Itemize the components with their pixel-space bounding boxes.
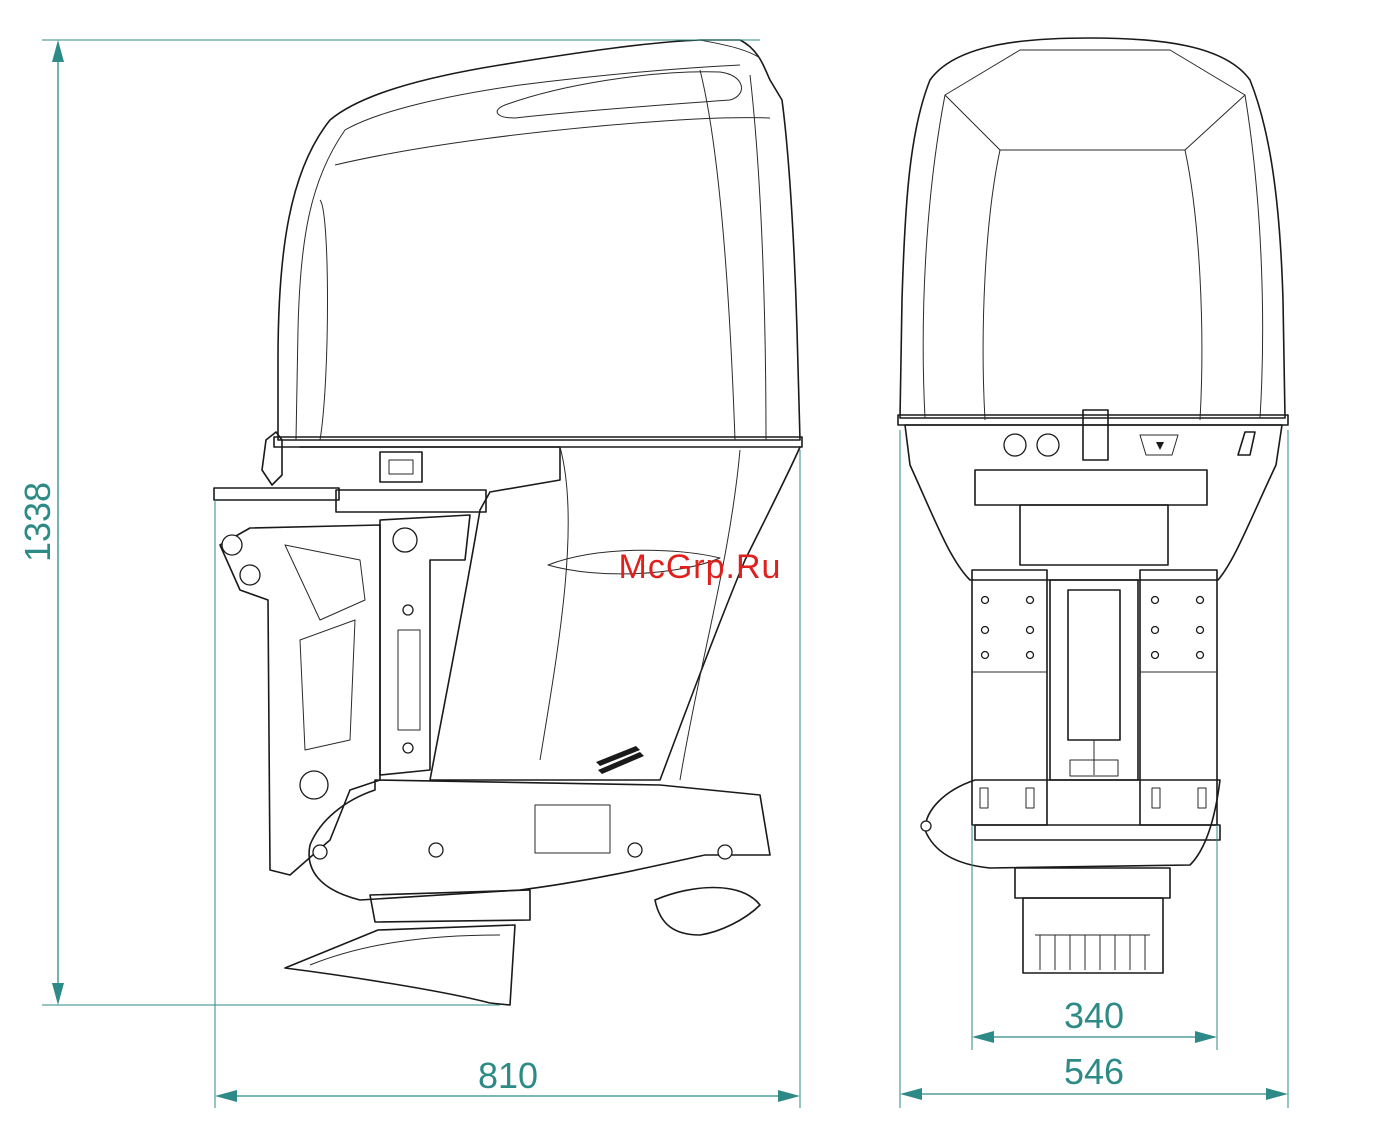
rear-control-knob-1 bbox=[1004, 434, 1026, 456]
side-pivot-lower bbox=[240, 565, 260, 585]
rear-jet-base-plate bbox=[975, 825, 1220, 840]
side-cowling-inner-line bbox=[296, 65, 740, 440]
rear-clamp-bolt-l6 bbox=[1027, 652, 1034, 659]
rear-jet-flange bbox=[1015, 868, 1170, 898]
rear-tilt-cylinder bbox=[1068, 590, 1120, 740]
side-cowling-outline bbox=[278, 40, 800, 440]
side-jet-nozzle bbox=[655, 888, 760, 936]
dimension-overall-height: 1338 bbox=[17, 40, 760, 1005]
side-swivel-bolt-1 bbox=[403, 605, 413, 615]
inner-width-dimension-label: 340 bbox=[1064, 995, 1124, 1036]
rear-lower-cowling bbox=[905, 425, 1282, 580]
side-pivot-bottom bbox=[300, 771, 328, 799]
rear-cowling-side-crease-right bbox=[1245, 95, 1263, 418]
rear-view bbox=[898, 38, 1288, 973]
rear-clamp-bolt-l4 bbox=[1027, 627, 1034, 634]
side-handle-block bbox=[380, 452, 422, 482]
side-swivel-bolt-2 bbox=[403, 743, 413, 753]
rear-cowling-top-panel bbox=[945, 50, 1245, 150]
side-cowling-band bbox=[274, 437, 802, 447]
rear-clamp-bolt-r2 bbox=[1197, 597, 1204, 604]
rear-clamp-bolt-r6 bbox=[1197, 652, 1204, 659]
side-view bbox=[214, 40, 802, 1005]
rear-swivel-block bbox=[1020, 505, 1168, 565]
overall-width-dimension-label: 546 bbox=[1064, 1051, 1124, 1092]
rear-indicator-mark bbox=[1156, 442, 1164, 450]
side-housing-bolt-2 bbox=[429, 843, 443, 857]
rear-clamp-bolt-r1 bbox=[1152, 597, 1159, 604]
height-dimension-label: 1338 bbox=[17, 482, 58, 562]
side-cowling-crease bbox=[335, 118, 770, 165]
rear-clamp-bolt-r4 bbox=[1197, 627, 1204, 634]
side-lower-cowling-crease-2 bbox=[680, 450, 740, 780]
rear-clamp-bolt-l1 bbox=[982, 597, 989, 604]
side-bracket-web bbox=[285, 545, 365, 750]
side-cowling-top-latch bbox=[700, 40, 760, 58]
side-handle-recess bbox=[497, 72, 741, 118]
rear-clamp-slot-r2 bbox=[1198, 788, 1206, 808]
side-skeg bbox=[285, 925, 515, 1005]
side-cowling-crease-4 bbox=[750, 75, 766, 440]
side-cowling-crease-3 bbox=[700, 70, 735, 440]
side-jet-housing bbox=[309, 780, 770, 900]
side-swivel-bracket bbox=[380, 515, 470, 775]
side-logo-mark bbox=[596, 746, 644, 774]
rear-cowling-side-crease-left bbox=[923, 95, 945, 418]
side-housing-bolt-1 bbox=[313, 845, 327, 859]
rear-jet-nozzle-grille bbox=[1035, 935, 1150, 970]
rear-cowling-center-panel bbox=[983, 150, 1202, 420]
dimension-rear-inner-width: 340 bbox=[972, 825, 1217, 1050]
side-pivot-upper bbox=[222, 535, 242, 555]
rear-clamp-slot-l1 bbox=[980, 788, 988, 808]
rear-mount-plate bbox=[975, 470, 1207, 505]
rear-clamp-slot-r1 bbox=[1152, 788, 1160, 808]
rear-clamp-bolt-l5 bbox=[982, 652, 989, 659]
rear-cowling-outline bbox=[900, 38, 1285, 418]
side-skeg-line bbox=[310, 935, 500, 965]
side-linkage-bar bbox=[336, 490, 486, 512]
rear-side-tab bbox=[1238, 432, 1255, 455]
rear-jet-housing bbox=[925, 780, 1220, 868]
side-lower-cowling-crease bbox=[540, 447, 568, 760]
rear-clamp-bolt-r5 bbox=[1152, 652, 1159, 659]
side-housing-bolt-4 bbox=[718, 845, 732, 859]
side-transom-plate bbox=[214, 488, 339, 500]
side-swivel-slot bbox=[398, 630, 420, 730]
side-jet-intake-block bbox=[535, 805, 610, 853]
rear-clamp-bolt-l2 bbox=[1027, 597, 1034, 604]
side-cowling-crease-2 bbox=[320, 200, 328, 440]
side-housing-bolt-3 bbox=[628, 843, 642, 857]
rear-clamp-bolt-r3 bbox=[1152, 627, 1159, 634]
rear-clamp-left bbox=[972, 570, 1047, 825]
rear-clamp-slot-l2 bbox=[1026, 788, 1034, 808]
rear-cowling-band bbox=[898, 415, 1288, 425]
rear-clamp-bolt-l3 bbox=[982, 627, 989, 634]
side-handle-block-inner bbox=[389, 460, 413, 474]
side-tilt-pin bbox=[393, 528, 417, 552]
side-lower-cowling bbox=[300, 447, 800, 780]
length-dimension-label: 810 bbox=[478, 1055, 538, 1096]
watermark: McGrp.Ru bbox=[619, 548, 782, 586]
rear-control-knob-2 bbox=[1037, 434, 1059, 456]
rear-clamp-right bbox=[1140, 570, 1217, 825]
rear-side-bolt bbox=[921, 821, 931, 831]
